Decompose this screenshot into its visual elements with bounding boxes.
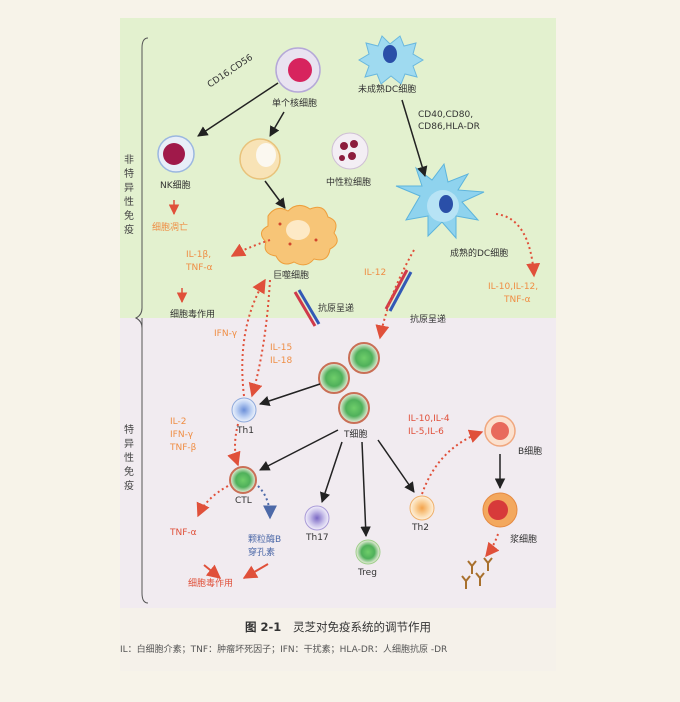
- cd-markers-line1: CD40,CD80,: [418, 110, 474, 120]
- arrow-t-th1: [259, 383, 321, 406]
- granzyme-label: 颗粒酶B: [248, 535, 282, 545]
- antigen-rod-2: [384, 269, 413, 312]
- immune-diagram: [134, 35, 541, 604]
- il2-label: IL-2: [170, 417, 187, 427]
- antigen-rod-1: [293, 289, 321, 327]
- dash-dc-il10: [495, 213, 541, 278]
- nonspecific-immunity-label: 非特异性免疫: [124, 155, 134, 236]
- il12-label: IL-12: [364, 268, 387, 278]
- dash-plasma-antibody: [485, 533, 500, 558]
- il10-il4-label: IL-10,IL-4: [408, 414, 450, 424]
- figure-page: 非特异性免疫 特异性免疫 单个核细胞 未成熟DC细胞 CD16,CD56 CD4…: [120, 18, 556, 671]
- dash-dc-tcell: [375, 249, 415, 340]
- b-cell-label: B细胞: [518, 447, 543, 457]
- brace-nonspecific: [134, 37, 149, 329]
- il1b-label: IL-1β,: [186, 250, 212, 260]
- ifn-gamma-label-2: IFN-γ: [170, 430, 194, 440]
- dash-macrophage-il1: [230, 239, 271, 257]
- neutrophil-cell: [331, 132, 369, 170]
- dash-ctl-tnfa: [196, 485, 229, 518]
- macrophage-cell: [261, 205, 338, 266]
- arrow-granzyme-cytotoxic: [242, 563, 269, 579]
- th2-label: Th2: [412, 523, 429, 533]
- macrophage-label: 巨噬细胞: [273, 271, 310, 281]
- il15-label: IL-15: [270, 343, 293, 353]
- dash-th1-macrophage: [241, 278, 266, 397]
- arrow-t-th2: [377, 439, 415, 493]
- arrow-immature-mature-dc: [401, 99, 428, 178]
- th17-cell: [304, 505, 330, 531]
- arrow-monocyte-nk: [197, 82, 279, 137]
- plasma-label: 浆细胞: [510, 535, 538, 545]
- monocyte-cell: [275, 47, 321, 93]
- antigen-presentation-label-1: 抗原呈递: [318, 304, 355, 314]
- arrow-t-ctl: [259, 429, 339, 471]
- ifn-gamma-label-1: IFN-γ: [214, 329, 238, 339]
- t-cell-3: [338, 392, 370, 424]
- dash-ctl-granzyme: [257, 485, 277, 520]
- perforin-label: 穿孔素: [248, 548, 276, 558]
- brace-specific: [141, 328, 149, 604]
- th2-cell: [409, 495, 435, 521]
- il10-il12-line1: IL-10,IL-12,: [488, 282, 539, 292]
- cytotoxic-label-2: 细胞毒作用: [188, 579, 234, 589]
- arrow-t-th17: [320, 441, 343, 503]
- t-cell-label: T细胞: [344, 430, 368, 440]
- il18-label: IL-18: [270, 356, 293, 366]
- antigen-presentation-label-2: 抗原呈递: [410, 315, 447, 325]
- tnf-beta-label: TNF-β: [170, 443, 197, 453]
- figure-number: 图 2-1: [245, 620, 282, 634]
- arrow-monocyte-precursor: [269, 111, 285, 137]
- monocyte-precursor-cell: [239, 138, 281, 180]
- antibodies: [461, 557, 493, 589]
- cd-markers-line2: CD86,HLA-DR: [418, 122, 480, 132]
- tnfa-label-2: TNF-α: [170, 528, 197, 538]
- ctl-label: CTL: [235, 496, 252, 506]
- tnfa-label-1: TNF-α: [186, 263, 213, 273]
- th1-label: Th1: [237, 426, 254, 436]
- il5-il6-label: IL-5,IL-6: [408, 427, 444, 437]
- figure-title: 灵芝对免疫系统的调节作用: [292, 620, 431, 634]
- nk-label: NK细胞: [160, 181, 191, 191]
- immature-dc-label: 未成熟DC细胞: [358, 85, 417, 95]
- th1-cell: [231, 397, 257, 423]
- arrow-t-treg: [360, 441, 371, 538]
- ctl-cell: [229, 466, 257, 494]
- arrow-tnfa-cytotoxic: [203, 564, 222, 579]
- mature-dc-label: 成熟的DC细胞: [450, 249, 509, 259]
- figure-caption: 图 2-1 灵芝对免疫系统的调节作用: [120, 619, 556, 635]
- treg-cell: [355, 539, 381, 565]
- t-cell-2: [318, 362, 350, 394]
- mature-dc-cell: [395, 162, 485, 240]
- b-cell: [484, 415, 516, 447]
- t-cell-1: [348, 342, 380, 374]
- treg-label: Treg: [358, 568, 377, 578]
- nonspecific-immunity-zone: [120, 18, 556, 318]
- nk-cell: [157, 135, 195, 173]
- plasma-cell: [482, 492, 518, 528]
- cell-lysis-label: 细胞凋亡: [152, 223, 189, 233]
- dash-macrophage-th1: [248, 279, 271, 398]
- immature-dc-cell: [358, 35, 424, 85]
- abbreviation-footnote: IL：白细胞介素；TNF：肿瘤坏死因子；IFN：干扰素；HLA-DR：人细胞抗原…: [120, 645, 448, 655]
- arrow-precursor-macrophage: [264, 180, 286, 209]
- neutrophil-label: 中性粒细胞: [326, 178, 372, 188]
- il10-il12-line2: TNF-α: [504, 295, 531, 305]
- th17-label: Th17: [306, 533, 329, 543]
- specific-immunity-label: 特异性免疫: [124, 425, 134, 492]
- dash-th2-bcell: [421, 429, 484, 495]
- monocyte-label: 单个核细胞: [272, 99, 318, 109]
- cytotoxic-label-1: 细胞毒作用: [170, 310, 216, 320]
